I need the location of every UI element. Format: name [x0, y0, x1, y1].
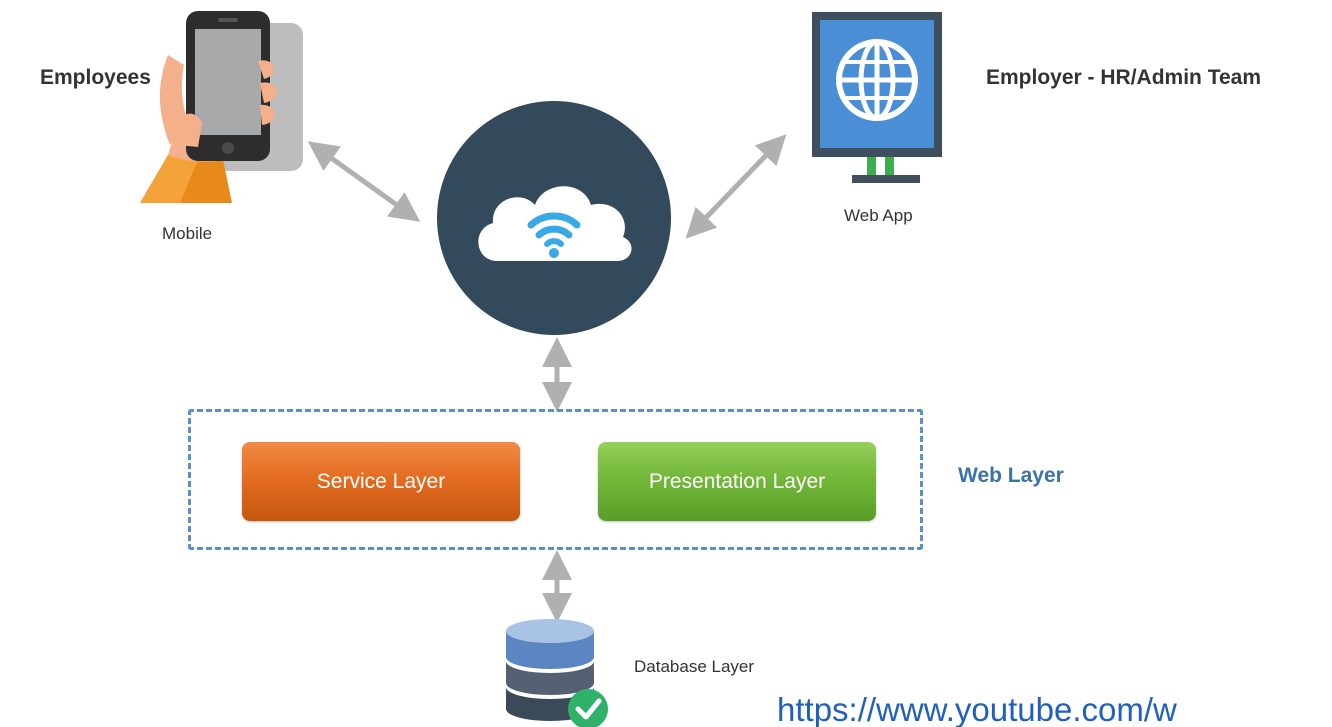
presentation-layer-box: Presentation Layer	[598, 442, 876, 521]
mobile-label: Mobile	[162, 224, 213, 243]
service-layer-label: Service Layer	[316, 469, 446, 493]
hand-holding-phone-icon	[140, 11, 303, 203]
service-layer-box: Service Layer	[242, 442, 520, 521]
database-layer-label: Database Layer	[634, 657, 755, 676]
web-layer-label: Web Layer	[958, 464, 1064, 487]
database-check-icon	[506, 619, 608, 727]
wifi-cloud-icon	[437, 101, 671, 335]
web-layer-frame	[188, 409, 923, 550]
web-app-label: Web App	[844, 206, 913, 225]
source-url-link[interactable]: https://www.youtube.com/w	[777, 691, 1177, 727]
employer-label: Employer - HR/Admin Team	[986, 66, 1261, 89]
globe-monitor-icon	[812, 12, 942, 183]
presentation-layer-label: Presentation Layer	[648, 469, 826, 493]
employees-label: Employees	[40, 66, 151, 89]
